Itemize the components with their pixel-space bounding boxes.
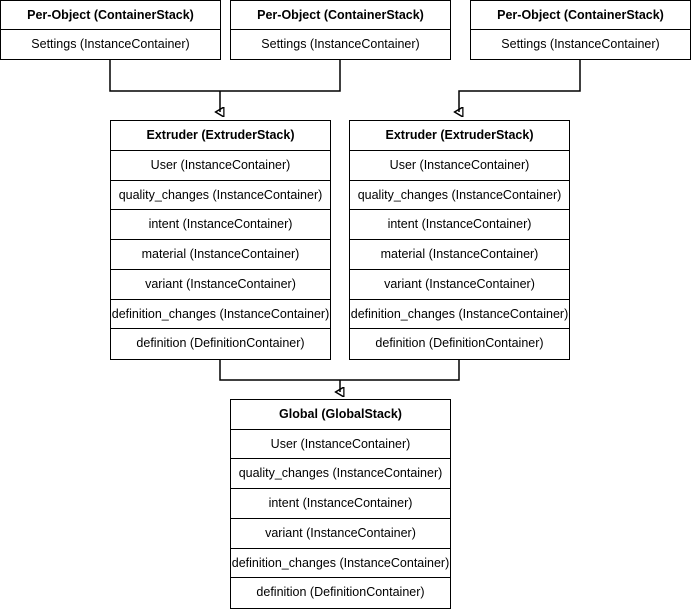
global-stack-row-quality-changes: quality_changes (InstanceContainer) [231, 459, 450, 490]
extruder-stack-1-header: Extruder (ExtruderStack) [111, 121, 330, 151]
extruder-stack-1-row-quality-changes: quality_changes (InstanceContainer) [111, 180, 330, 211]
extruder-stack-1-row-intent: intent (InstanceContainer) [111, 210, 330, 240]
global-stack[interactable]: Global (GlobalStack) User (InstanceConta… [230, 399, 451, 609]
per-object-stack-2[interactable]: Per-Object (ContainerStack) Settings (In… [230, 0, 451, 60]
global-stack-row-definition-changes: definition_changes (InstanceContainer) [231, 548, 450, 579]
extruder-stack-2-header: Extruder (ExtruderStack) [350, 121, 569, 151]
per-object-stack-3-row-settings: Settings (InstanceContainer) [471, 30, 690, 59]
global-stack-row-user: User (InstanceContainer) [231, 429, 450, 460]
extruder-stack-2-row-intent: intent (InstanceContainer) [350, 210, 569, 240]
extruder-stack-1[interactable]: Extruder (ExtruderStack) User (InstanceC… [110, 120, 331, 360]
per-object-stack-3[interactable]: Per-Object (ContainerStack) Settings (In… [470, 0, 691, 60]
edge-extruder2-to-global [340, 360, 460, 381]
per-object-stack-1-header: Per-Object (ContainerStack) [1, 1, 220, 31]
extruder-stack-1-row-user: User (InstanceContainer) [111, 150, 330, 181]
per-object-stack-2-header: Per-Object (ContainerStack) [231, 1, 450, 31]
global-stack-row-intent: intent (InstanceContainer) [231, 489, 450, 519]
per-object-stack-1[interactable]: Per-Object (ContainerStack) Settings (In… [0, 0, 221, 60]
extruder-stack-1-row-definition-changes: definition_changes (InstanceContainer) [111, 299, 330, 330]
extruder-stack-2[interactable]: Extruder (ExtruderStack) User (InstanceC… [349, 120, 570, 360]
extruder-stack-2-row-material: material (InstanceContainer) [350, 240, 569, 270]
extruder-stack-1-row-variant: variant (InstanceContainer) [111, 269, 330, 300]
extruder-stack-2-row-definition-changes: definition_changes (InstanceContainer) [350, 299, 569, 330]
edge-extruder1-to-global [219, 360, 340, 381]
edge-perobject3-to-extruder2 [459, 60, 581, 112]
extruder-stack-2-row-definition: definition (DefinitionContainer) [350, 329, 569, 359]
global-stack-row-variant: variant (InstanceContainer) [231, 518, 450, 549]
extruder-stack-1-row-material: material (InstanceContainer) [111, 240, 330, 270]
per-object-stack-3-header: Per-Object (ContainerStack) [471, 1, 690, 31]
extruder-stack-2-row-user: User (InstanceContainer) [350, 150, 569, 181]
per-object-stack-2-row-settings: Settings (InstanceContainer) [231, 30, 450, 59]
extruder-stack-2-row-variant: variant (InstanceContainer) [350, 269, 569, 300]
edge-perobject2-to-extruder1 [220, 60, 341, 92]
extruder-stack-2-row-quality-changes: quality_changes (InstanceContainer) [350, 180, 569, 211]
global-stack-row-definition: definition (DefinitionContainer) [231, 578, 450, 609]
global-stack-header: Global (GlobalStack) [231, 400, 450, 430]
extruder-stack-1-row-definition: definition (DefinitionContainer) [111, 329, 330, 359]
edge-perobject1-to-extruder1 [109, 60, 220, 92]
per-object-stack-1-row-settings: Settings (InstanceContainer) [1, 30, 220, 59]
